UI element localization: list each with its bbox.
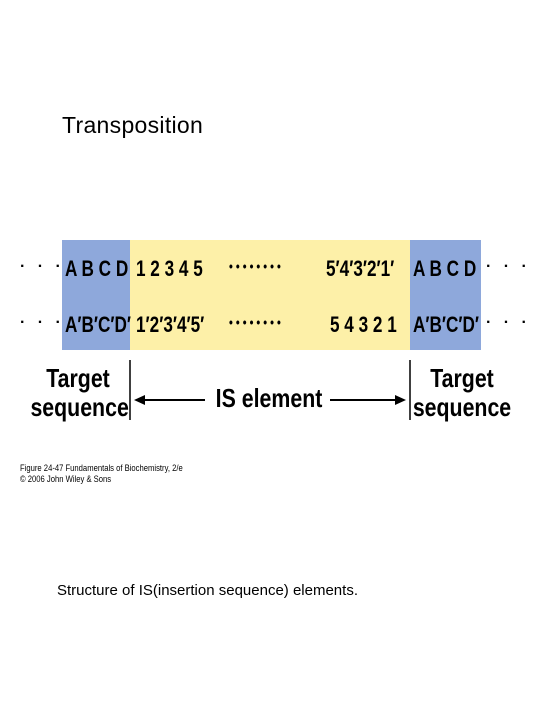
left-target-box xyxy=(62,240,130,350)
figure-credit-line2: © 2006 John Wiley & Sons xyxy=(20,474,112,485)
top-right-target-seq: A B C D xyxy=(413,256,477,281)
left-target-label-line1: Target xyxy=(46,363,110,393)
bottom-is-dots: • • • • • • • • xyxy=(229,314,281,330)
right-target-label-line1: Target xyxy=(430,363,494,393)
left-arrowhead xyxy=(134,395,145,405)
top-left-target-seq: A B C D xyxy=(65,256,129,281)
left-flank-dots-bottom: · · · xyxy=(20,314,65,331)
figure-credit-line1: Figure 24-47 Fundamentals of Biochemistr… xyxy=(20,463,183,473)
top-is-dots: • • • • • • • • xyxy=(229,258,281,274)
is-element-box xyxy=(130,240,410,350)
right-target-label: Target sequence xyxy=(412,363,512,423)
top-is-left-seq: 1 2 3 4 5 xyxy=(136,256,203,281)
left-flank-dots-top: · · · xyxy=(20,258,65,275)
bottom-is-left-seq: 1′2′3′4′5′ xyxy=(136,312,205,337)
is-element-label: IS element xyxy=(215,383,323,413)
bottom-left-target-seq: A′B′C′D′ xyxy=(65,312,132,337)
slide-caption: Structure of IS(insertion sequence) elem… xyxy=(57,582,358,599)
right-flank-dots-top: · · · xyxy=(486,258,531,275)
right-target-box xyxy=(410,240,481,350)
figure-credit: Figure 24-47 Fundamentals of Biochemistr… xyxy=(20,463,183,486)
right-flank-dots-bottom: · · · xyxy=(486,314,531,331)
bottom-right-target-seq: A′B′C′D′ xyxy=(413,312,480,337)
top-is-right-seq: 5′4′3′2′1′ xyxy=(326,256,395,281)
right-arrowhead xyxy=(395,395,406,405)
slide-title: Transposition xyxy=(62,112,204,138)
bottom-is-right-seq: 5 4 3 2 1 xyxy=(330,312,397,337)
right-target-label-line2: sequence xyxy=(412,392,512,423)
left-target-label-line2: sequence xyxy=(30,392,129,423)
left-target-label: Target sequence xyxy=(30,363,129,423)
